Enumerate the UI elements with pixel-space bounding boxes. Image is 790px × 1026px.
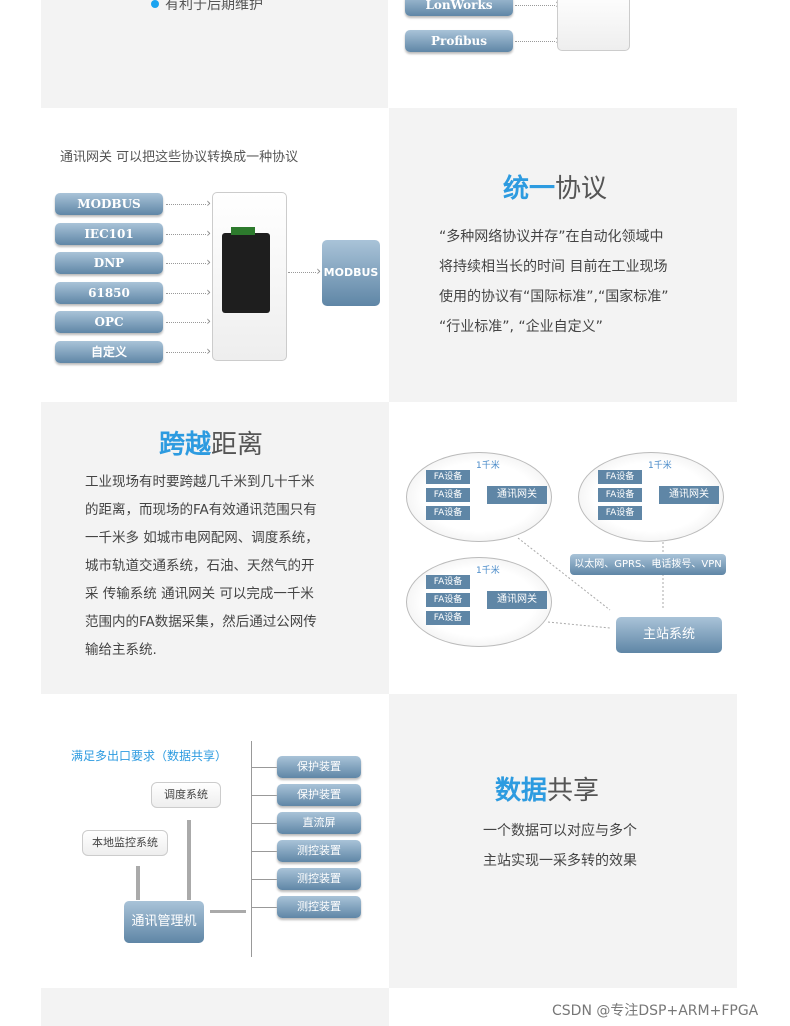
protocol-button: 61850	[55, 281, 163, 304]
section-text: 工业现场有时要跨越几千米到几十千米的距离，而现场的FA有效通讯范围只有一千米多 …	[85, 474, 319, 658]
panel-maintenance: 有利于后期维护	[41, 0, 388, 108]
fa-device: FA设备	[598, 470, 642, 484]
device-box: 保护装置	[277, 756, 361, 778]
comm-manager: 通讯管理机	[124, 901, 204, 943]
section-title: 数据共享	[495, 776, 600, 806]
fa-device: FA设备	[426, 593, 470, 607]
section-title: 统一协议	[503, 174, 608, 204]
protocol-button: DNP	[55, 252, 163, 274]
fa-device: FA设备	[598, 506, 642, 520]
section-text: 一个数据可以对应与多个主站实现一采多转的效果	[483, 823, 637, 869]
fa-device: FA设备	[426, 575, 470, 589]
network-label: 以太网、GPRS、电话拨号、VPN	[570, 554, 726, 575]
gateway-box: 通讯网关	[659, 486, 719, 504]
master-station: 主站系统	[616, 617, 722, 653]
protocol-caption: 通讯网关 可以把这些协议转换成一种协议	[60, 150, 299, 165]
fa-device: FA设备	[426, 611, 470, 625]
fa-device: FA设备	[426, 488, 470, 502]
fa-device: FA设备	[426, 506, 470, 520]
panel-data-sharing: 数据共享 一个数据可以对应与多个主站实现一采多转的效果	[389, 694, 737, 988]
output-modbus: MODBUS	[322, 240, 380, 306]
dispatch-system: 调度系统	[151, 782, 221, 808]
fa-device: FA设备	[598, 488, 642, 502]
gateway-box: 通讯网关	[487, 591, 547, 609]
range-label: 1千米	[476, 566, 500, 576]
protocol-button: OPC	[55, 311, 163, 333]
gateway-device-image	[557, 0, 630, 51]
watermark: CSDN @专注DSP+ARM+FPGA	[552, 1003, 759, 1019]
bullet-text: 有利于后期维护	[165, 0, 263, 13]
section-title: 跨越距离	[159, 430, 264, 460]
fa-device: FA设备	[426, 470, 470, 484]
protocol-button: IEC101	[55, 222, 163, 245]
device-box: 保护装置	[277, 784, 361, 806]
protocol-button: MODBUS	[55, 193, 163, 215]
range-label: 1千米	[648, 461, 672, 471]
bullet-icon	[151, 0, 159, 8]
panel-distance: 跨越距离 工业现场有时要跨越几千米到几十千米的距离，而现场的FA有效通讯范围只有…	[41, 402, 389, 694]
protocol-lonworks: LonWorks	[405, 0, 513, 16]
protocol-button: 自定义	[55, 340, 163, 363]
device-box: 测控装置	[277, 868, 361, 890]
panel-unified-protocol: 统一协议 “多种网络协议并存”在自动化领域中将持续相当长的时间 目前在工业现场使…	[389, 108, 737, 402]
device-box: 测控装置	[277, 840, 361, 862]
device-box: 测控装置	[277, 896, 361, 918]
protocol-profibus: Profibus	[405, 30, 513, 52]
range-label: 1千米	[476, 461, 500, 471]
local-monitor-system: 本地监控系统	[82, 830, 168, 856]
sharing-caption: 满足多出口要求（数据共享）	[71, 749, 228, 763]
section-text: “多种网络协议并存”在自动化领域中将持续相当长的时间 目前在工业现场使用的协议有…	[439, 229, 669, 335]
device-box: 直流屏	[277, 812, 361, 834]
gateway-box: 通讯网关	[487, 486, 547, 504]
gateway-device-image	[212, 192, 287, 361]
